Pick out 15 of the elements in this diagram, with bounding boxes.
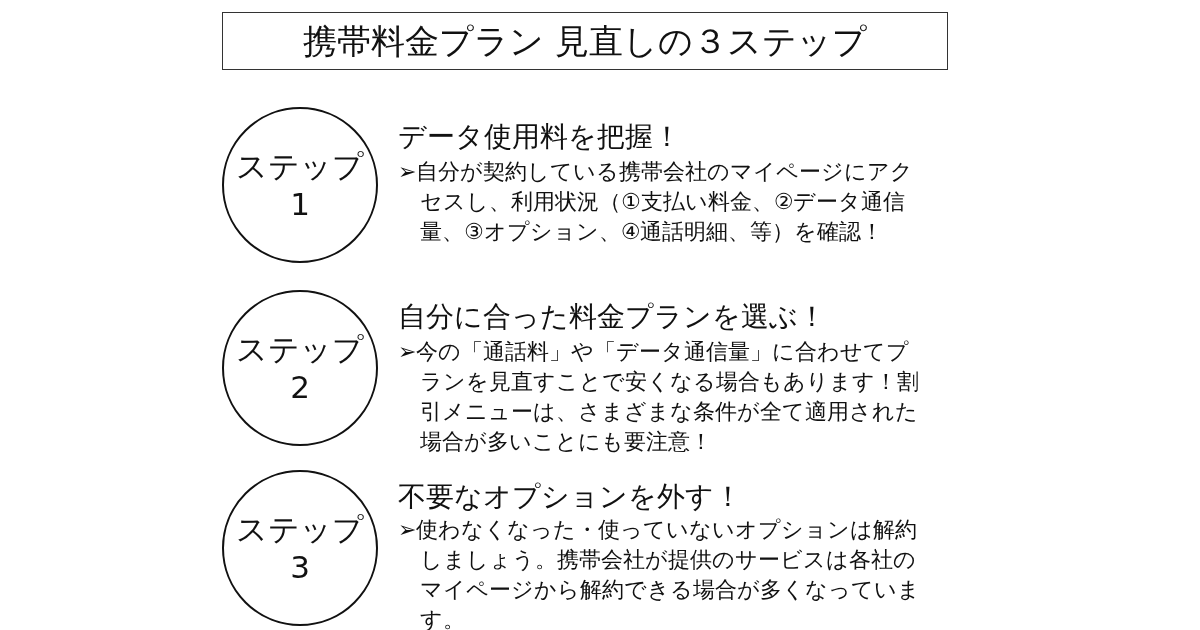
step-circle: [222, 290, 378, 446]
step-circle: [222, 107, 378, 263]
step-number: 2: [290, 368, 310, 406]
step-description: ➢今の「通話料」や「データ通信量」に合わせてプランを見直すことで安くなる場合もあります！割引メニューは、さまざまな条件が全て適用された場合が多いことにも要注意！: [398, 338, 920, 456]
step-description: ➢自分が契約している携帯会社のマイページにアクセスし、利用状況（①支払い料金、②データ通信量、③オプション、④通話明細、等）を確認！: [398, 158, 915, 246]
step-label: ステップ: [236, 147, 364, 185]
step-number: 3: [290, 548, 310, 586]
step-heading: 自分に合った料金プランを選ぶ！: [398, 300, 826, 334]
step-label: ステップ: [236, 330, 364, 368]
title: 携帯料金プラン 見直しの３ステップ: [222, 12, 948, 70]
step-number: 1: [290, 185, 310, 223]
step-circle: [222, 470, 378, 626]
step-label: ステップ: [236, 510, 364, 548]
step-heading: データ使用料を把握！: [398, 120, 681, 154]
step-heading: 不要なオプションを外す！: [398, 480, 742, 514]
